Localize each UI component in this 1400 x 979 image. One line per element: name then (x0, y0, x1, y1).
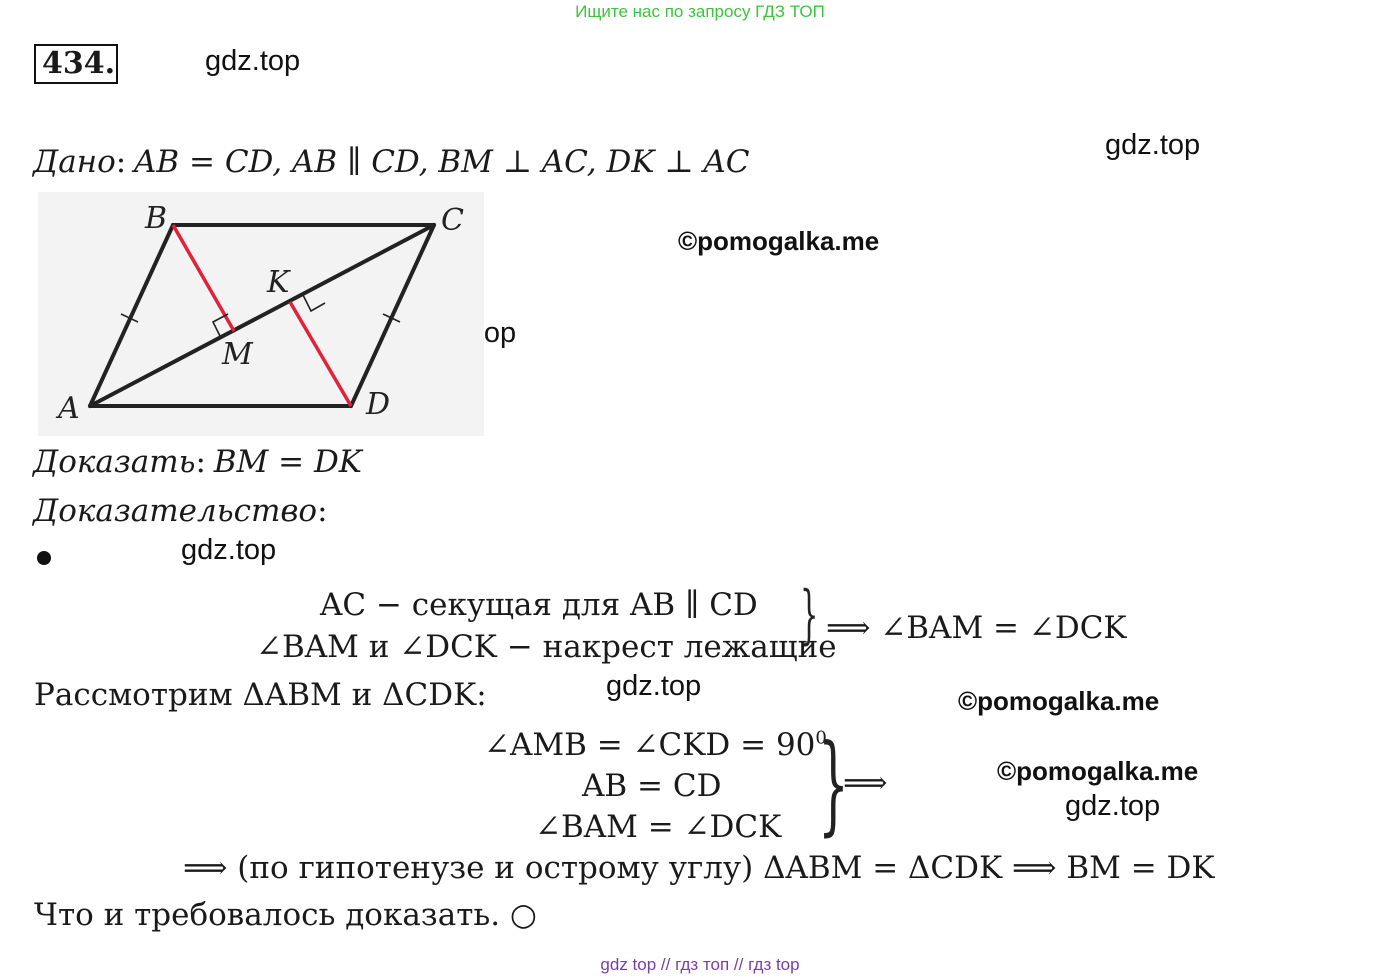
step1-line1: AC − секущая для AB ∥ CD (320, 587, 758, 623)
height-bm (171, 224, 236, 332)
segment-cd (349, 223, 436, 408)
point-label-b: B (144, 201, 167, 236)
consider-line: Рассмотрим ΔABM и ΔCDK: (34, 677, 487, 713)
conclusion-line: ⟹ (по гипотенузе и острому углу) ΔABM = … (183, 850, 1215, 886)
given-text: AB = CD, AB ∥ CD, BM ⊥ AC, DK ⊥ AC (133, 144, 750, 180)
watermark-gdz: gdz.top (606, 670, 702, 702)
given-label: Дано (33, 144, 116, 180)
bullet-point (37, 551, 51, 565)
height-dk (288, 301, 353, 407)
tick-ab (120, 313, 139, 323)
watermark-gdz: gdz.top (1105, 129, 1201, 161)
proof-heading: Доказательство: (33, 493, 328, 529)
right-angle-k (302, 294, 326, 313)
top-banner: Ищите нас по запросу ГДЗ ТОП (575, 2, 825, 21)
prove-text: BM = DK (213, 444, 362, 480)
step1-result: ⟹ ∠BAM = ∠DCK (826, 610, 1127, 646)
watermark-pomogalka: ©pomogalka.me (997, 756, 1199, 786)
point-label-k: K (266, 265, 291, 300)
step2-line2: AB = CD (582, 768, 722, 804)
segment-ab (88, 223, 175, 408)
footer-links[interactable]: gdz top // гдз топ // гдз top (600, 955, 800, 974)
proof-label: Доказательство (33, 493, 318, 529)
point-label-a: A (55, 391, 80, 426)
prove-label: Доказать (33, 444, 196, 480)
point-label-d: D (365, 387, 390, 422)
parallelogram-diagram: A B C D K M (55, 201, 464, 426)
step2-line3: ∠BAM = ∠DCK (535, 809, 782, 845)
point-label-m: M (221, 337, 254, 372)
right-angle-m (211, 313, 229, 339)
step2-result: ⟹ (843, 765, 888, 801)
watermark-pomogalka: ©pomogalka.me (678, 226, 880, 256)
watermark-gdz: gdz.top (205, 45, 301, 77)
brace-step2: } (818, 722, 849, 847)
step2-line1: ∠AMB = ∠CKD = 900 (484, 727, 827, 763)
watermark-gdz: gdz.top (181, 534, 277, 566)
parallelogram-figure: A B C D K M (38, 192, 484, 436)
degree-superscript: 0 (815, 727, 827, 749)
tick-cd (382, 313, 401, 323)
diagonal-ac (88, 223, 436, 408)
watermark-gdz: gdz.top (1065, 790, 1161, 822)
qed-line: Что и требовалось доказать. ○ (34, 897, 537, 933)
brace-step1: } (800, 578, 819, 652)
step1-line2: ∠BAM и ∠DCK − накрест лежащие (256, 629, 837, 665)
given-line: Дано: AB = CD, AB ∥ CD, BM ⊥ AC, DK ⊥ AC (33, 144, 750, 180)
step2-line1-text: ∠AMB = ∠CKD = 90 (484, 727, 816, 763)
watermark-pomogalka: ©pomogalka.me (958, 686, 1160, 716)
point-label-c: C (441, 203, 464, 238)
problem-number: 434. (34, 44, 118, 84)
prove-line: Доказать: BM = DK (33, 444, 362, 480)
